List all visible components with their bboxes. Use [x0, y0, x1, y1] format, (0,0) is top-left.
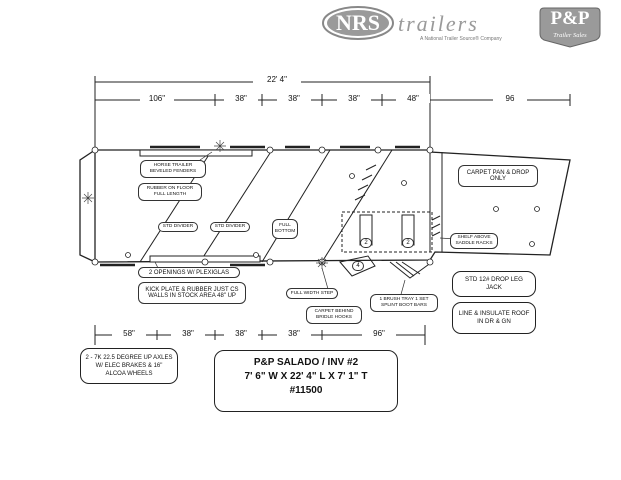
callout-axles: 2 - 7K 22.5 DEGREE UP AXLES W/ ELEC BRAK… — [80, 348, 178, 384]
callout-insulate-roof: LINE & INSULATE ROOF IN DR & GN — [452, 302, 536, 334]
callout-kick-plate: KICK PLATE & RUBBER JUST CS WALLS IN STO… — [138, 282, 246, 304]
dim-bottom-1: 58" — [112, 329, 146, 338]
callout-carpet-bridle: CARPET BEHIND BRIDLE HOOKS — [306, 306, 362, 324]
dim-bottom-4: 38" — [277, 329, 311, 338]
callout-horse-fenders: HORSE TRAILER BEVELED FENDERS — [140, 160, 206, 178]
dim-top-6: 96 — [493, 94, 527, 103]
callout-std-divider-1: STD DIVIDER — [158, 222, 198, 232]
callout-shelf-saddle: SHELF ABOVE SADDLE RACKS — [450, 233, 498, 249]
dim-top-3: 38" — [277, 94, 311, 103]
pp-logo: P&P Trailer Sales — [538, 4, 602, 48]
title-line-1: P&P SALADO / INV #2 — [253, 357, 359, 368]
callout-rack-2a: 2 — [360, 238, 372, 248]
pp-logo-text: P&P — [550, 8, 590, 29]
nrs-logo-text: NRS — [335, 10, 380, 35]
title-line-3: #11500 — [289, 385, 323, 396]
title-line-2: 7' 6" W X 22' 4" L X 7' 1" T — [244, 371, 368, 382]
dim-top-1: 106" — [140, 94, 174, 103]
callout-rack-4: 4 — [352, 261, 364, 271]
tagline: A National Trailer Source® Company — [420, 36, 502, 42]
dim-bottom-3: 38" — [224, 329, 258, 338]
callout-rack-2b: 2 — [402, 238, 414, 248]
dim-overall: 22' 4" — [253, 75, 301, 84]
dim-top-5: 48" — [396, 94, 430, 103]
title-block: P&P SALADO / INV #2 7' 6" W X 22' 4" L X… — [214, 350, 398, 412]
callout-std-divider-2: STD DIVIDER — [210, 222, 250, 232]
dim-top-4: 38" — [337, 94, 371, 103]
dim-top-2: 38" — [224, 94, 258, 103]
dim-bottom-5: 96" — [362, 329, 396, 338]
dim-bottom-2: 38" — [171, 329, 205, 338]
nrs-logo: NRS — [322, 6, 394, 40]
pp-logo-sub: Trailer Sales — [553, 32, 587, 39]
callout-openings: 2 OPENINGS W/ PLEXIGLAS — [138, 267, 240, 278]
callout-drop-leg: STD 12# DROP LEG JACK — [452, 271, 536, 297]
callout-full-width-step: FULL WIDTH STEP — [286, 288, 338, 299]
callout-full-bottom: FULL BOTTOM — [272, 219, 298, 239]
callout-carpet-pan: CARPET PAN & DROP ONLY — [458, 165, 538, 187]
callout-brush-tray: 1 BRUSH TRAY 1 SET SPLINT BOOT BARS — [370, 294, 438, 312]
trailers-wordmark: trailers — [398, 11, 479, 36]
callout-rubber-floor: RUBBER ON FLOOR FULL LENGTH — [138, 183, 202, 201]
